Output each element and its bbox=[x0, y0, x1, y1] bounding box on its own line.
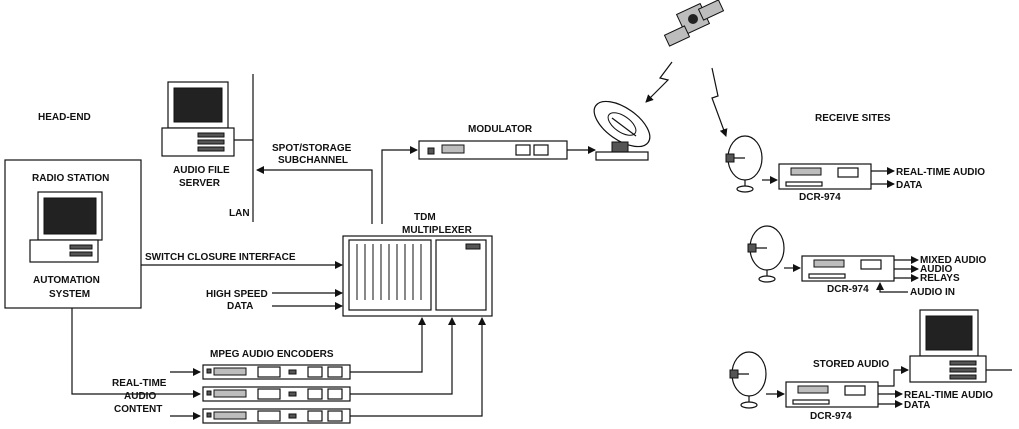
receiver-2-output-2: AUDIO bbox=[920, 264, 952, 275]
tdm-label: TDM bbox=[414, 212, 436, 223]
encoder3-to-mux-arrow bbox=[350, 317, 486, 417]
receiver-2-model: DCR-974 bbox=[827, 284, 869, 295]
satellite-icon bbox=[663, 0, 725, 47]
modulator-unit bbox=[418, 140, 568, 160]
content-label: CONTENT bbox=[114, 404, 162, 415]
receiver-to-storage-arrow bbox=[878, 366, 909, 387]
stored-audio-computer-icon bbox=[909, 309, 987, 383]
dcr-974-receiver-1 bbox=[778, 163, 872, 190]
automation-computer-icon bbox=[29, 191, 103, 263]
uplink-dish-icon bbox=[593, 100, 651, 161]
receive-dish-1-icon bbox=[725, 135, 778, 193]
receive-dish-2-icon bbox=[747, 225, 801, 283]
tdm-multiplexer-unit bbox=[342, 235, 493, 317]
audio-label: AUDIO bbox=[124, 391, 156, 402]
head-end-label: HEAD-END bbox=[38, 112, 91, 123]
receiver-2-output-3: RELAYS bbox=[920, 273, 960, 284]
radio-station-box: RADIO STATION AUTOMATION SYSTEM bbox=[4, 159, 142, 309]
receive-dish-3-icon bbox=[729, 351, 785, 409]
multiplexer-label: MULTIPLEXER bbox=[402, 225, 473, 236]
encoder2-to-mux-arrow bbox=[350, 317, 456, 395]
mpeg-encoder-1 bbox=[202, 364, 351, 380]
uplink-signal-icon bbox=[645, 61, 673, 103]
audio-in-arrow bbox=[876, 282, 908, 293]
receiver-3-output-2: DATA bbox=[904, 400, 930, 411]
receiver-1-output-2: DATA bbox=[896, 180, 922, 191]
switch-closure-label: SWITCH CLOSURE INTERFACE bbox=[145, 252, 296, 263]
server-label: SERVER bbox=[179, 178, 221, 189]
mpeg-encoders-label: MPEG AUDIO ENCODERS bbox=[210, 349, 334, 360]
audio-file-label: AUDIO FILE bbox=[173, 165, 230, 176]
modulator-label: MODULATOR bbox=[468, 124, 533, 135]
dcr-974-receiver-3 bbox=[785, 381, 879, 408]
mpeg-encoder-2 bbox=[202, 386, 351, 402]
downlink-signal-icon bbox=[711, 67, 728, 137]
mux-to-modulator-arrow bbox=[381, 146, 418, 224]
lan-label: LAN bbox=[229, 208, 250, 219]
stored-audio-label: STORED AUDIO bbox=[813, 359, 889, 370]
receiver-1-output-1: REAL-TIME AUDIO bbox=[896, 167, 985, 178]
automation-label: AUTOMATION bbox=[33, 275, 100, 286]
spot-storage-label: SPOT/STORAGE bbox=[272, 143, 352, 154]
receive-sites-label: RECEIVE SITES bbox=[815, 113, 891, 124]
dcr-974-receiver-2 bbox=[801, 255, 895, 282]
receiver-3-model: DCR-974 bbox=[810, 411, 852, 422]
subchannel-label: SUBCHANNEL bbox=[278, 155, 348, 166]
receiver-3-output-1: REAL-TIME AUDIO bbox=[904, 390, 993, 401]
real-time-label: REAL-TIME bbox=[112, 378, 167, 389]
audio-in-label: AUDIO IN bbox=[910, 287, 955, 298]
spot-storage-arrow bbox=[256, 166, 373, 224]
station-to-encoders-arrow bbox=[71, 308, 201, 398]
radio-station-label: RADIO STATION bbox=[32, 173, 109, 184]
system-label: SYSTEM bbox=[49, 289, 90, 300]
audio-file-server-icon bbox=[161, 81, 235, 157]
receiver-1-model: DCR-974 bbox=[799, 192, 841, 203]
mpeg-encoder-3 bbox=[202, 408, 351, 424]
high-speed-label: HIGH SPEED bbox=[206, 289, 268, 300]
encoder1-to-mux-arrow bbox=[350, 317, 426, 373]
receiver-2-output-1: MIXED AUDIO bbox=[920, 255, 987, 266]
data-label: DATA bbox=[227, 301, 253, 312]
